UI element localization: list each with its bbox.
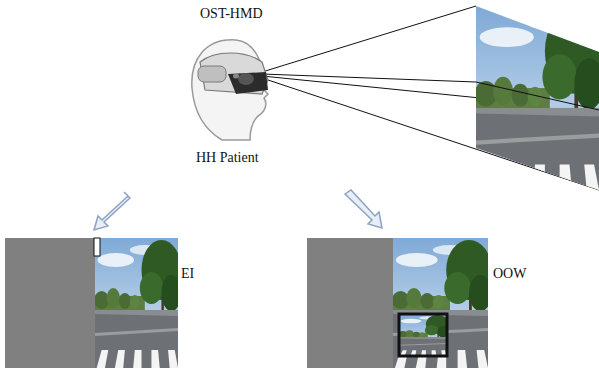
overlay-window	[399, 314, 447, 356]
occluded-field	[5, 238, 95, 368]
patient-label: HH Patient	[196, 150, 259, 165]
method-label: EI	[181, 266, 194, 281]
head-with-hmd	[192, 40, 268, 140]
branch-arrows	[94, 190, 382, 230]
perspective-view	[475, 6, 599, 190]
device-label: OST-HMD	[200, 6, 263, 21]
method-label: OOW	[493, 266, 526, 281]
occluded-field	[307, 238, 393, 368]
ei-marker	[94, 238, 100, 256]
